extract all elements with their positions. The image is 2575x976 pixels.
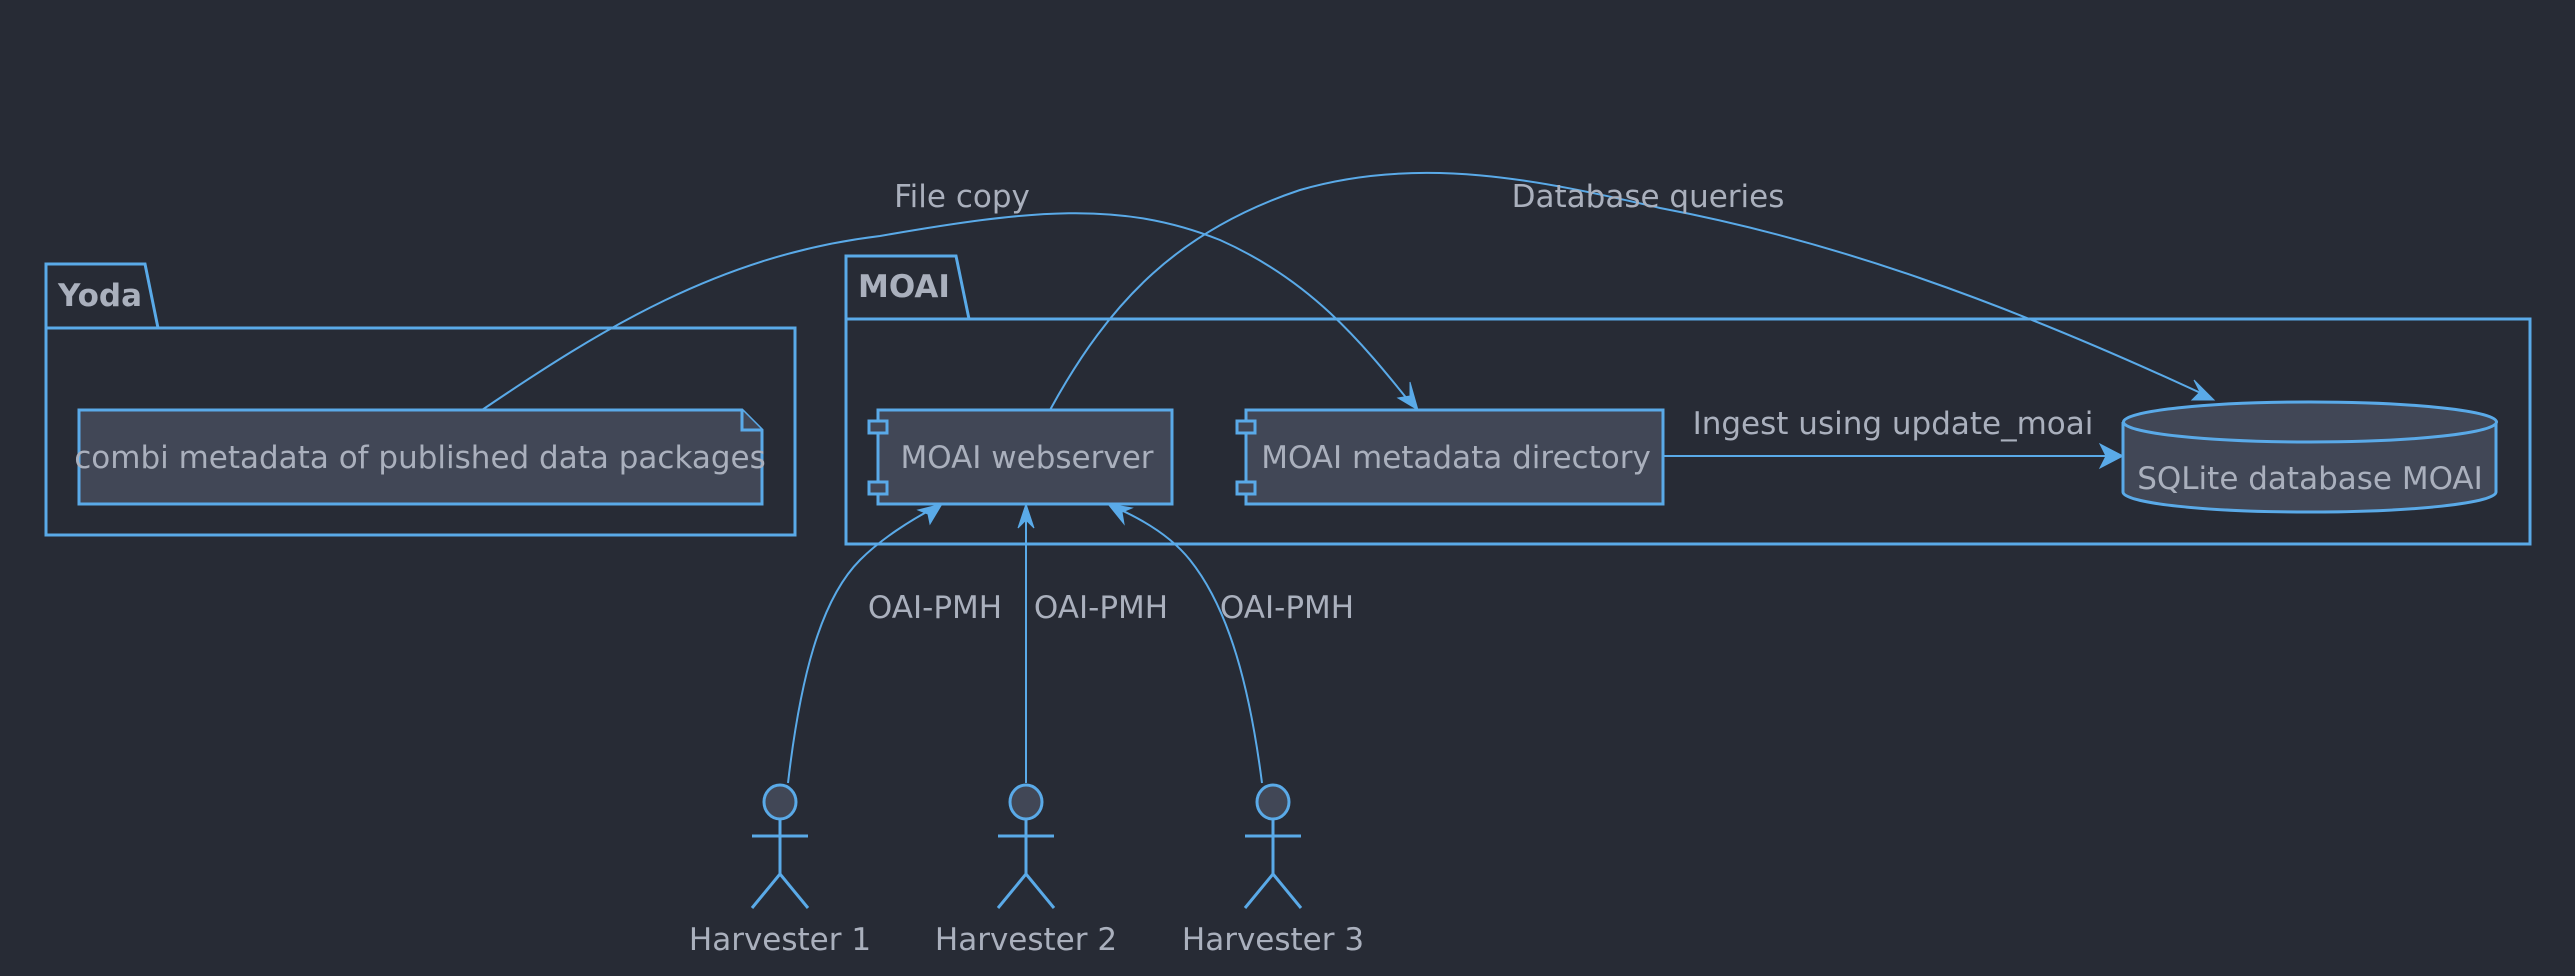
edge-oai-pmh-1: OAI-PMH: [787, 503, 1002, 784]
actor-label: Harvester 3: [1182, 922, 1364, 958]
edge-ingest: Ingest using update_moai: [1663, 406, 2125, 470]
note-fold: [740, 410, 762, 432]
arrowhead-icon: [1396, 381, 1419, 412]
edge-label: OAI-PMH: [868, 590, 1002, 626]
component-port-icon: [867, 419, 889, 435]
edge-database-queries: Database queries: [1049, 171, 2216, 411]
node-moai-metadata-directory[interactable]: MOAI metadata directory: [1235, 408, 1665, 506]
component-port-icon: [1235, 419, 1257, 435]
edge-label: OAI-PMH: [1034, 590, 1168, 626]
component-port-icon: [1235, 480, 1257, 496]
actor-icon: [750, 783, 810, 909]
edge-file-copy: File copy: [481, 179, 1419, 412]
arrowhead-icon: [2098, 442, 2125, 470]
edge-oai-pmh-2: OAI-PMH: [1017, 502, 1168, 783]
package-body: [844, 317, 2532, 546]
arrowhead-icon: [1017, 502, 1035, 529]
package-moai: MOAI: [844, 254, 2532, 546]
actor-harvester-1[interactable]: Harvester 1: [689, 783, 871, 958]
actor-label: Harvester 1: [689, 922, 871, 958]
package-yoda: Yoda: [44, 262, 797, 537]
actor-harvester-2[interactable]: Harvester 2: [935, 783, 1117, 958]
actor-label: Harvester 2: [935, 922, 1117, 958]
package-body: [44, 326, 797, 537]
node-label: MOAI webserver: [900, 440, 1153, 476]
node-combi-note[interactable]: combi metadata of published data package…: [74, 408, 766, 506]
node-label: SQLite database MOAI: [2137, 461, 2483, 497]
arrowhead-icon: [916, 503, 944, 526]
package-tab: [44, 262, 160, 329]
actor-icon: [996, 783, 1056, 909]
package-tab: [844, 254, 971, 320]
package-label: Yoda: [57, 278, 142, 314]
edge-label: Database queries: [1512, 179, 1785, 215]
node-sqlite-database[interactable]: SQLite database MOAI: [2121, 400, 2498, 514]
edge-label: Ingest using update_moai: [1693, 406, 2094, 442]
component-port-icon: [867, 480, 889, 496]
node-moai-webserver[interactable]: MOAI webserver: [867, 408, 1174, 506]
edge-oai-pmh-3: OAI-PMH: [1106, 503, 1354, 784]
node-label: combi metadata of published data package…: [74, 440, 766, 476]
actor-harvester-3[interactable]: Harvester 3: [1182, 783, 1364, 958]
edge-label: OAI-PMH: [1220, 590, 1354, 626]
edge-label: File copy: [894, 179, 1030, 215]
arrowhead-icon: [1106, 503, 1134, 526]
package-label: MOAI: [858, 269, 950, 305]
node-label: MOAI metadata directory: [1261, 440, 1651, 476]
actor-icon: [1243, 783, 1303, 909]
arrowhead-icon: [2190, 379, 2216, 401]
